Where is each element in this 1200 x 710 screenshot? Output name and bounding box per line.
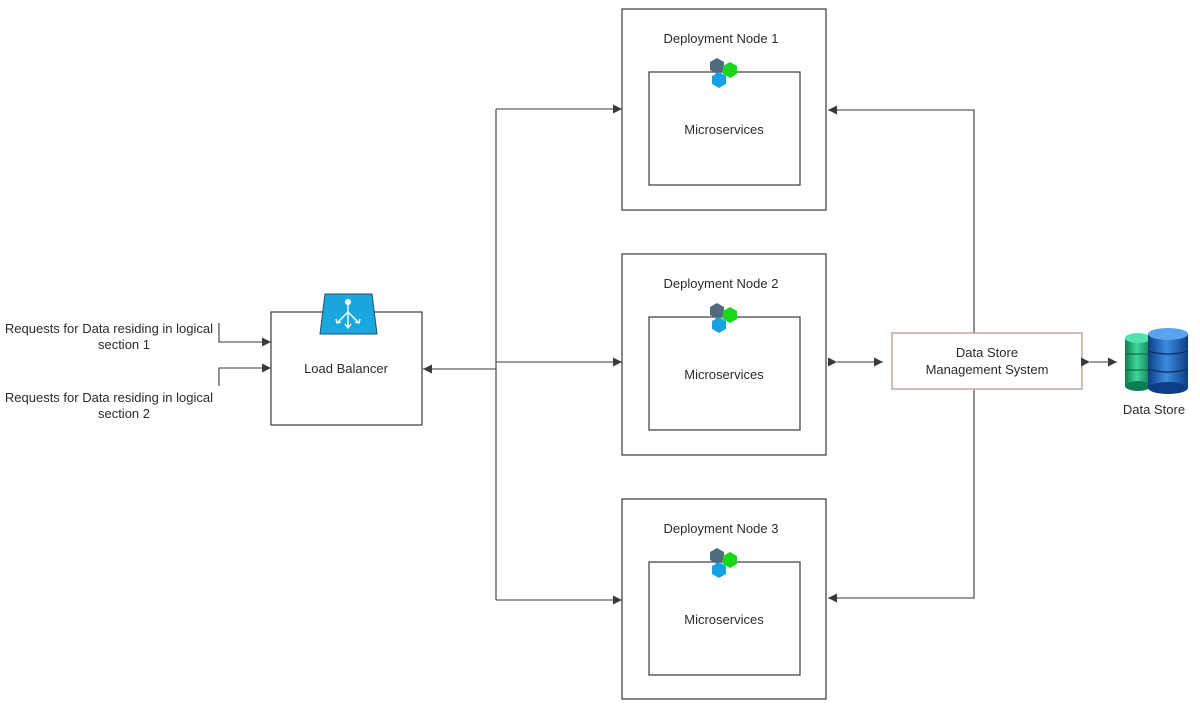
database-icon (1125, 328, 1189, 394)
request-section1-arrow (218, 323, 271, 347)
deployment-node-2-title: Deployment Node 2 (664, 276, 779, 291)
dsms-to-node1-arrow (828, 105, 975, 333)
dsms-to-node3-arrow (828, 390, 975, 603)
microservices-2-box (648, 316, 801, 431)
load-balancer-label: Load Balancer (304, 361, 389, 376)
dsms-box (891, 332, 1083, 390)
microservices-1-label: Microservices (684, 122, 764, 137)
request-section1-line2: section 1 (98, 337, 150, 352)
request-section1-line1: Requests for Data residing in logical (5, 321, 213, 336)
request-section2-line1: Requests for Data residing in logical (5, 390, 213, 405)
dsms-label-line2: Management System (926, 362, 1049, 377)
deployment-node-1-title: Deployment Node 1 (664, 31, 779, 46)
microservices-3-label: Microservices (684, 612, 764, 627)
load-balancer-icon (319, 293, 378, 335)
request-section2-arrow (218, 363, 271, 386)
deployment-node-1: Deployment Node 1 Microservices (621, 8, 827, 211)
microservices-2-label: Microservices (684, 367, 764, 382)
microservices-1-box (648, 71, 801, 186)
deployment-node-2: Deployment Node 2 Microservices (621, 253, 827, 456)
microservices-3-box (648, 561, 801, 676)
request-section2-line2: section 2 (98, 406, 150, 421)
deployment-node-3-title: Deployment Node 3 (664, 521, 779, 536)
data-store-label: Data Store (1123, 402, 1185, 417)
dsms-label-line1: Data Store (956, 345, 1018, 360)
deployment-node-3: Deployment Node 3 Microservices (621, 498, 827, 700)
